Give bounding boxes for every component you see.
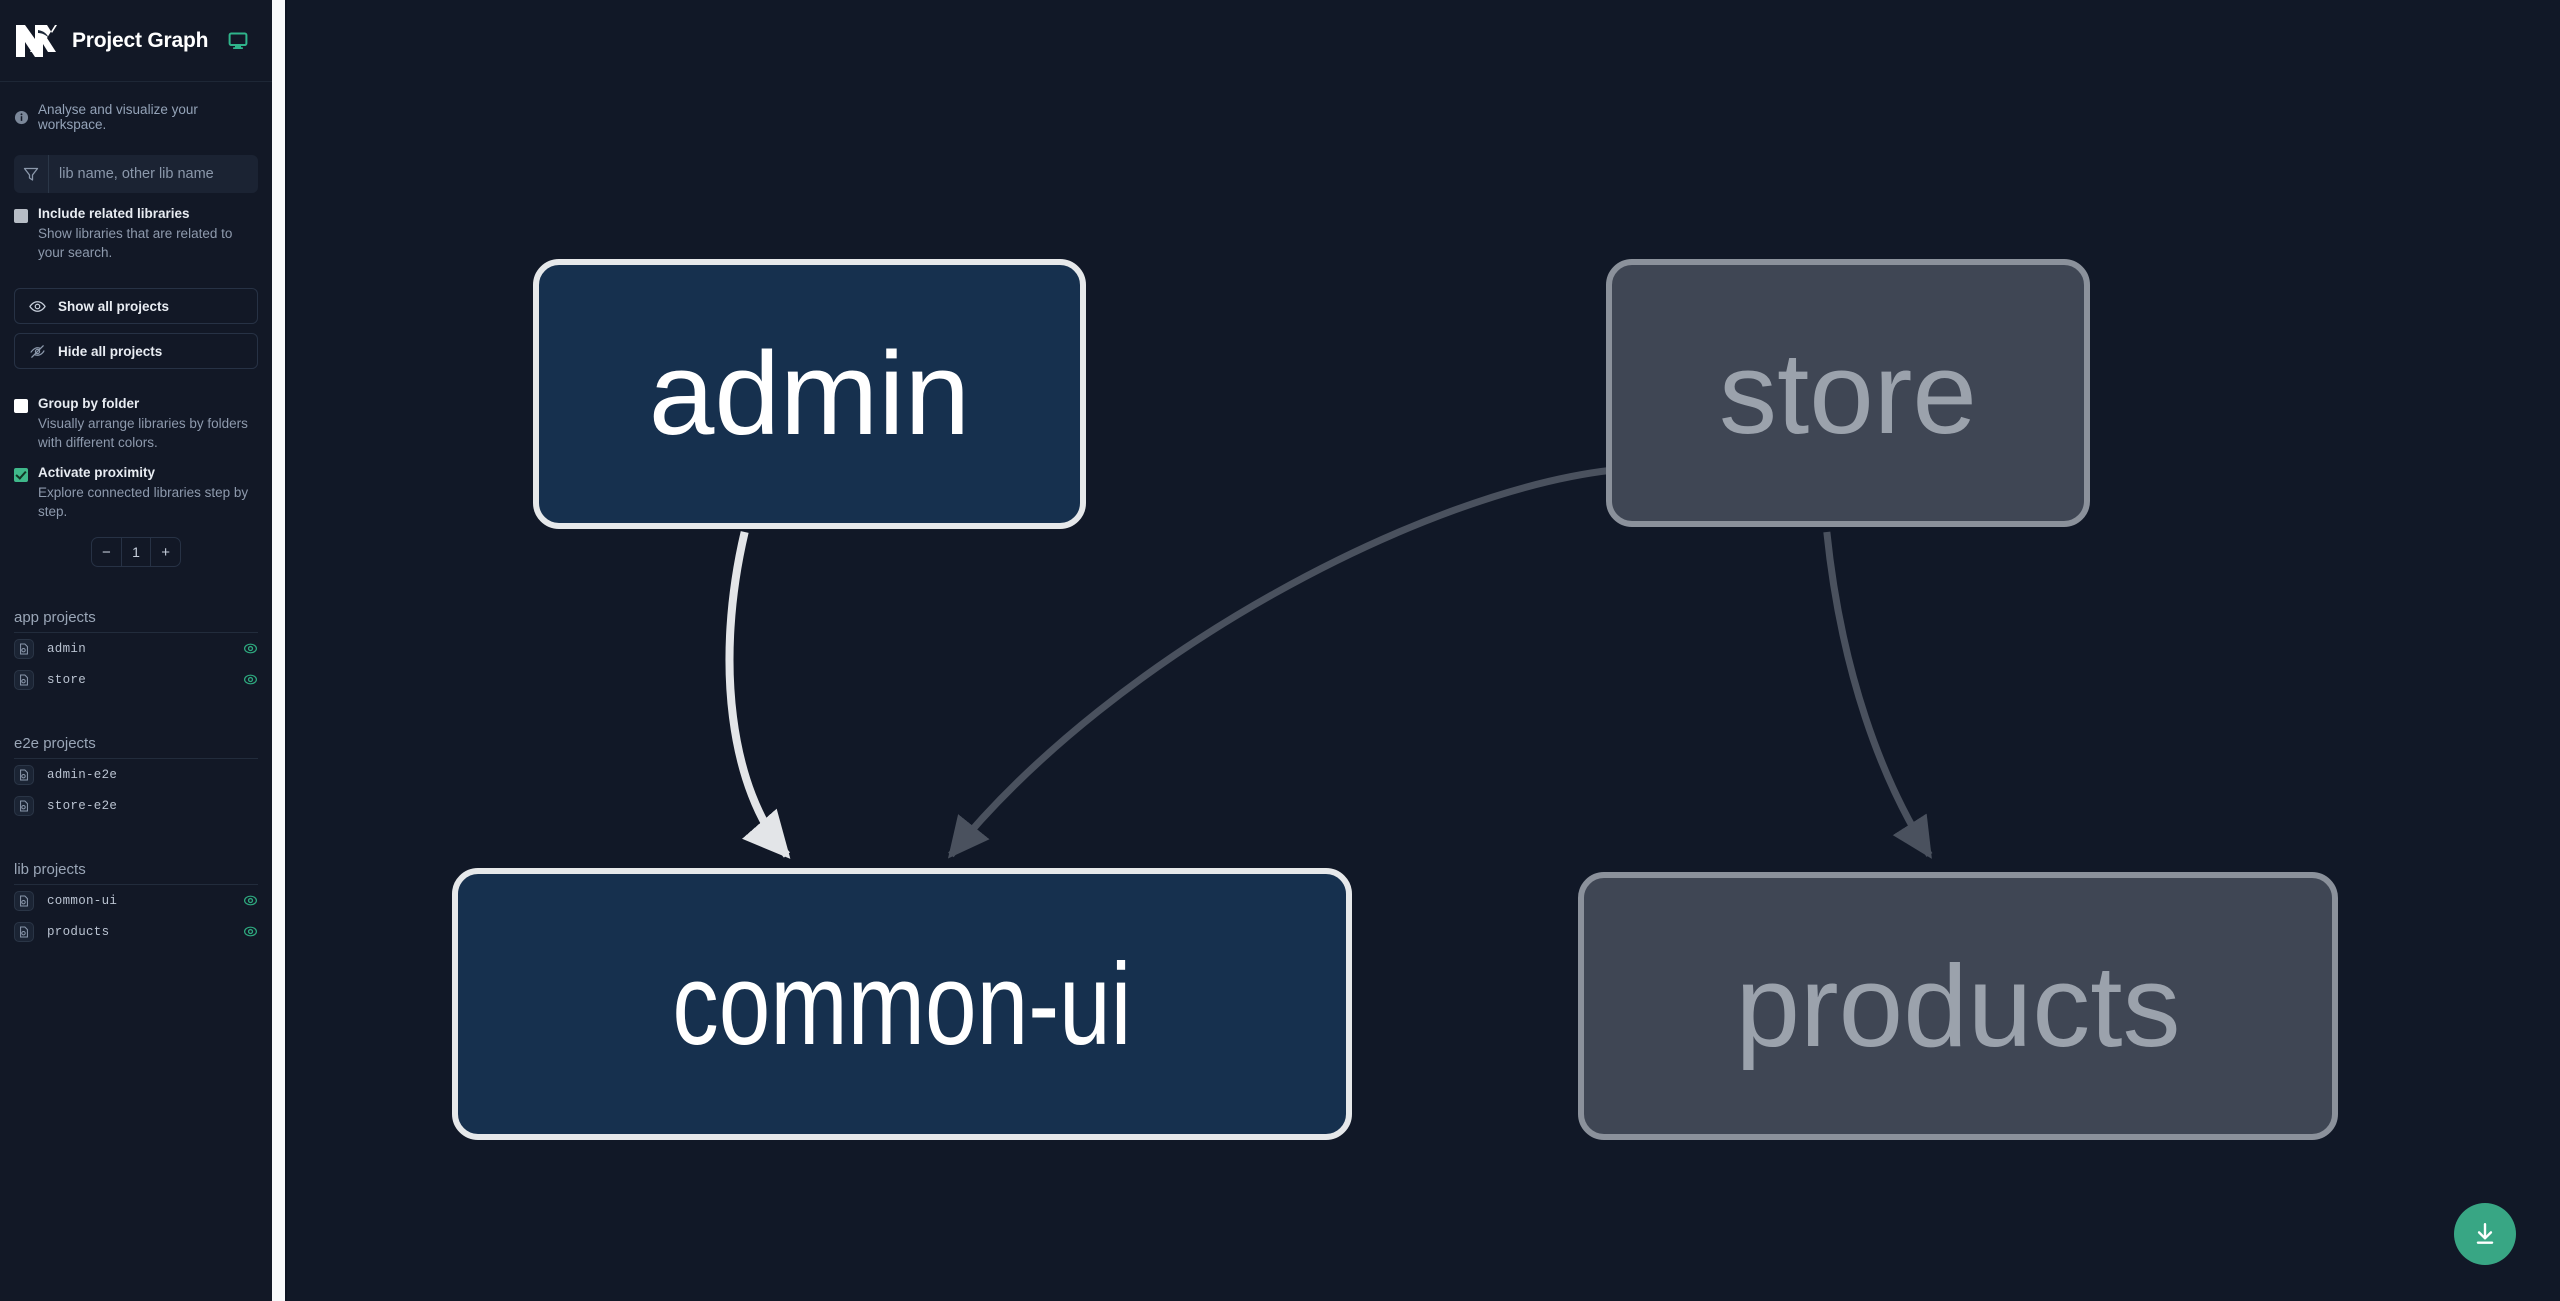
graph-node-common-ui[interactable]: common-ui xyxy=(452,868,1352,1140)
filter-icon-box xyxy=(14,155,49,193)
graph-node-label: products xyxy=(1735,941,2181,1071)
graph-node-admin[interactable]: admin xyxy=(533,259,1086,529)
group-heading-lib-projects: lib projects xyxy=(14,861,258,885)
project-file-icon xyxy=(14,890,34,911)
eye-icon xyxy=(29,300,46,312)
project-file-icon xyxy=(14,764,34,785)
graph-node-label: store xyxy=(1719,328,1977,458)
proximity-increment-button[interactable]: + xyxy=(161,543,171,561)
sidebar-scrollbar[interactable] xyxy=(272,0,285,1301)
graph-canvas[interactable]: admin store common-ui products xyxy=(272,0,2560,1301)
include-related-description: Show libraries that are related to your … xyxy=(38,226,233,260)
filter-icon xyxy=(23,167,39,181)
page-title: Project Graph xyxy=(72,28,209,52)
download-icon xyxy=(2476,1223,2494,1244)
edge-store-to-common-ui xyxy=(947,466,1615,859)
proximity-value: 1 xyxy=(120,538,152,566)
option-group-by-folder[interactable]: Group by folder Visually arrange librari… xyxy=(0,369,272,452)
activate-proximity-label: Activate proximity xyxy=(38,465,156,480)
project-name: products xyxy=(47,924,110,939)
project-row-admin-e2e[interactable]: admin-e2e xyxy=(14,759,258,790)
proximity-stepper: − 1 + xyxy=(91,537,181,567)
group-heading-app-projects: app projects xyxy=(14,609,258,633)
project-file-icon xyxy=(14,669,34,690)
group-heading-e2e-projects: e2e projects xyxy=(14,735,258,759)
proximity-decrement-button[interactable]: − xyxy=(101,543,111,561)
eye-off-icon xyxy=(30,344,45,358)
info-icon xyxy=(14,110,29,124)
show-all-projects-button[interactable]: Show all projects xyxy=(14,288,258,324)
show-all-projects-label: Show all projects xyxy=(58,298,170,314)
group-by-folder-label: Group by folder xyxy=(38,396,140,411)
project-name: common-ui xyxy=(47,893,118,908)
project-name: admin xyxy=(47,641,87,656)
graph-node-store[interactable]: store xyxy=(1606,259,2090,527)
download-image-button[interactable] xyxy=(2454,1203,2516,1265)
search-input[interactable] xyxy=(49,155,258,193)
hide-all-projects-button[interactable]: Hide all projects xyxy=(14,333,258,369)
edge-store-to-products xyxy=(1823,531,1933,859)
visibility-buttons: Show all projects Hide all projects xyxy=(0,288,272,369)
graph-node-label: admin xyxy=(648,328,971,460)
project-file-icon xyxy=(14,795,34,816)
project-name: admin-e2e xyxy=(47,767,118,782)
tagline-text: Analyse and visualize your workspace. xyxy=(38,102,198,132)
activate-proximity-checkbox[interactable] xyxy=(14,468,28,482)
project-row-store-e2e[interactable]: store-e2e xyxy=(14,790,258,821)
group-by-folder-checkbox[interactable] xyxy=(14,399,28,413)
project-file-icon xyxy=(14,921,34,942)
visibility-toggle-icon[interactable] xyxy=(243,672,258,687)
option-activate-proximity[interactable]: Activate proximity Explore connected lib… xyxy=(0,452,272,521)
sidebar-header: Project Graph xyxy=(0,0,272,82)
hide-all-projects-label: Hide all projects xyxy=(58,343,163,359)
sidebar-tagline: Analyse and visualize your workspace. xyxy=(0,82,272,132)
group-by-folder-description: Visually arrange libraries by folders wi… xyxy=(38,416,248,450)
graph-node-products[interactable]: products xyxy=(1578,872,2338,1140)
project-row-products[interactable]: products xyxy=(14,916,258,947)
sidebar-divider xyxy=(285,0,287,1301)
graph-edges-layer xyxy=(725,466,1933,859)
sidebar: Project Graph Analyse and visualize your… xyxy=(0,0,272,1301)
visibility-toggle-icon[interactable] xyxy=(243,924,258,939)
nx-logo-icon xyxy=(16,24,57,57)
visibility-toggle-icon[interactable] xyxy=(243,641,258,656)
project-name: store xyxy=(47,672,87,687)
project-row-common-ui[interactable]: common-ui xyxy=(14,885,258,916)
include-related-checkbox[interactable] xyxy=(14,209,28,223)
project-row-store[interactable]: store xyxy=(14,664,258,695)
edge-admin-to-common-ui xyxy=(725,531,791,859)
monitor-icon[interactable] xyxy=(228,31,248,51)
visibility-toggle-icon[interactable] xyxy=(243,893,258,908)
activate-proximity-description: Explore connected libraries step by step… xyxy=(38,485,249,519)
project-file-icon xyxy=(14,638,34,659)
search-field-wrapper xyxy=(14,155,258,193)
option-include-related[interactable]: Include related libraries Show libraries… xyxy=(0,193,272,262)
project-row-admin[interactable]: admin xyxy=(14,633,258,664)
project-name: store-e2e xyxy=(47,798,118,813)
include-related-label: Include related libraries xyxy=(38,206,190,221)
graph-node-label: common-ui xyxy=(672,939,1132,1069)
